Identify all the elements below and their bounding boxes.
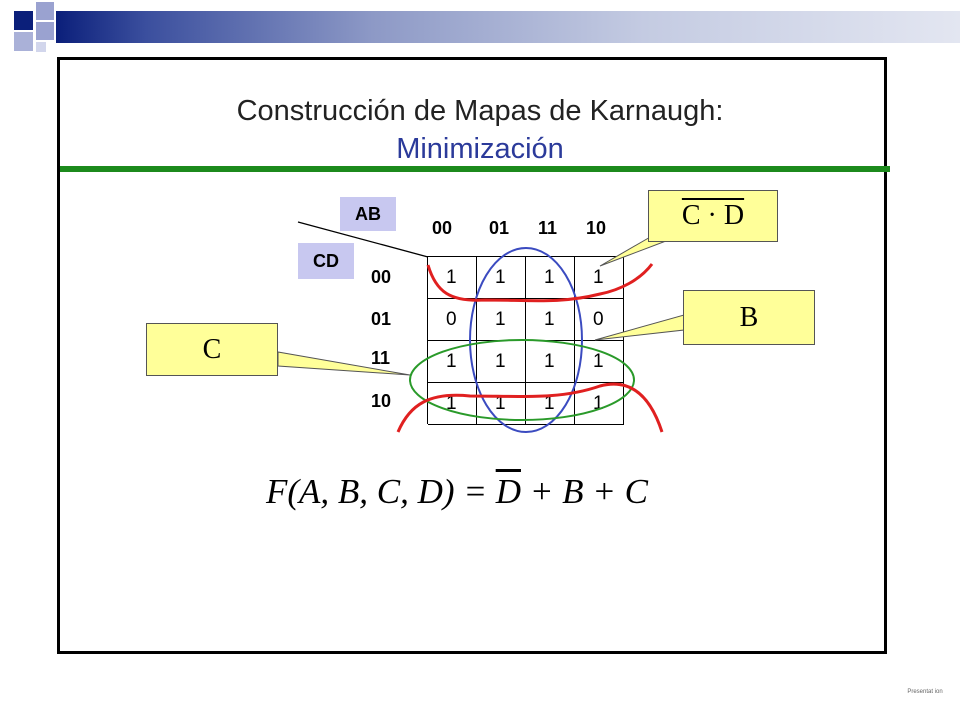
kmap-cell: 1 (428, 383, 477, 425)
kmap-cell: 1 (575, 383, 624, 425)
minimized-formula: F(A, B, C, D) = D + B + C (266, 472, 648, 512)
slide-subtitle: Minimización (396, 133, 564, 165)
col-header: 00 (432, 218, 453, 238)
row-header: 11 (371, 348, 391, 368)
group-c-ellipse (409, 339, 635, 421)
corner-diagonal-line (297, 221, 429, 258)
col-header: 01 (489, 218, 510, 238)
callout-c-d-bar-text: C · D (681, 200, 745, 231)
kmap-cell: 1 (428, 341, 477, 383)
title-divider (60, 166, 890, 172)
corner-square-lavender (36, 2, 54, 20)
row-var-label: CD (298, 243, 354, 279)
col-var-label: AB (340, 197, 396, 231)
callout-pointer-c (277, 351, 411, 376)
row-header: 10 (371, 391, 392, 411)
callout-c: C (146, 323, 278, 376)
callout-c-d-bar: C · D (648, 190, 778, 242)
callout-b-text: B (739, 301, 759, 333)
kmap-cell: 0 (428, 299, 477, 341)
col-header: 11 (538, 218, 558, 238)
kmap-cell: 1 (477, 341, 526, 383)
group-b-ellipse (469, 247, 583, 433)
col-header: 10 (586, 218, 607, 238)
callout-pointer-b (594, 314, 685, 341)
slide-title: Construcción de Mapas de Karnaugh: (236, 95, 724, 127)
kmap-cell: 0 (575, 299, 624, 341)
corner-square-lavender (36, 22, 54, 40)
kmap-cell: 1 (526, 383, 575, 425)
footer-note: Presentat ion (907, 689, 943, 695)
kmap-cell: 1 (477, 383, 526, 425)
kmap-cell: 1 (477, 257, 526, 299)
kmap-cell: 1 (428, 257, 477, 299)
formula-rhs: + B + C (520, 472, 648, 511)
corner-square-navy (14, 11, 33, 30)
row-header: 00 (371, 267, 392, 287)
corner-square-lavender (14, 32, 33, 51)
row-header: 01 (371, 309, 392, 329)
formula-lhs: F(A, B, C, D) = (266, 472, 496, 511)
group-dbar-red-stroke (396, 382, 664, 433)
kmap-cell: 1 (575, 257, 624, 299)
kmap-cell: 1 (526, 341, 575, 383)
formula-d-bar: D (495, 472, 521, 511)
corner-square-pale (36, 42, 46, 52)
callout-b: B (683, 290, 815, 345)
header-gradient-bar (56, 11, 960, 43)
group-dbar-red-stroke (426, 263, 654, 303)
callout-c-text: C (202, 333, 222, 365)
kmap-cell: 1 (526, 257, 575, 299)
slide-frame (57, 57, 887, 654)
